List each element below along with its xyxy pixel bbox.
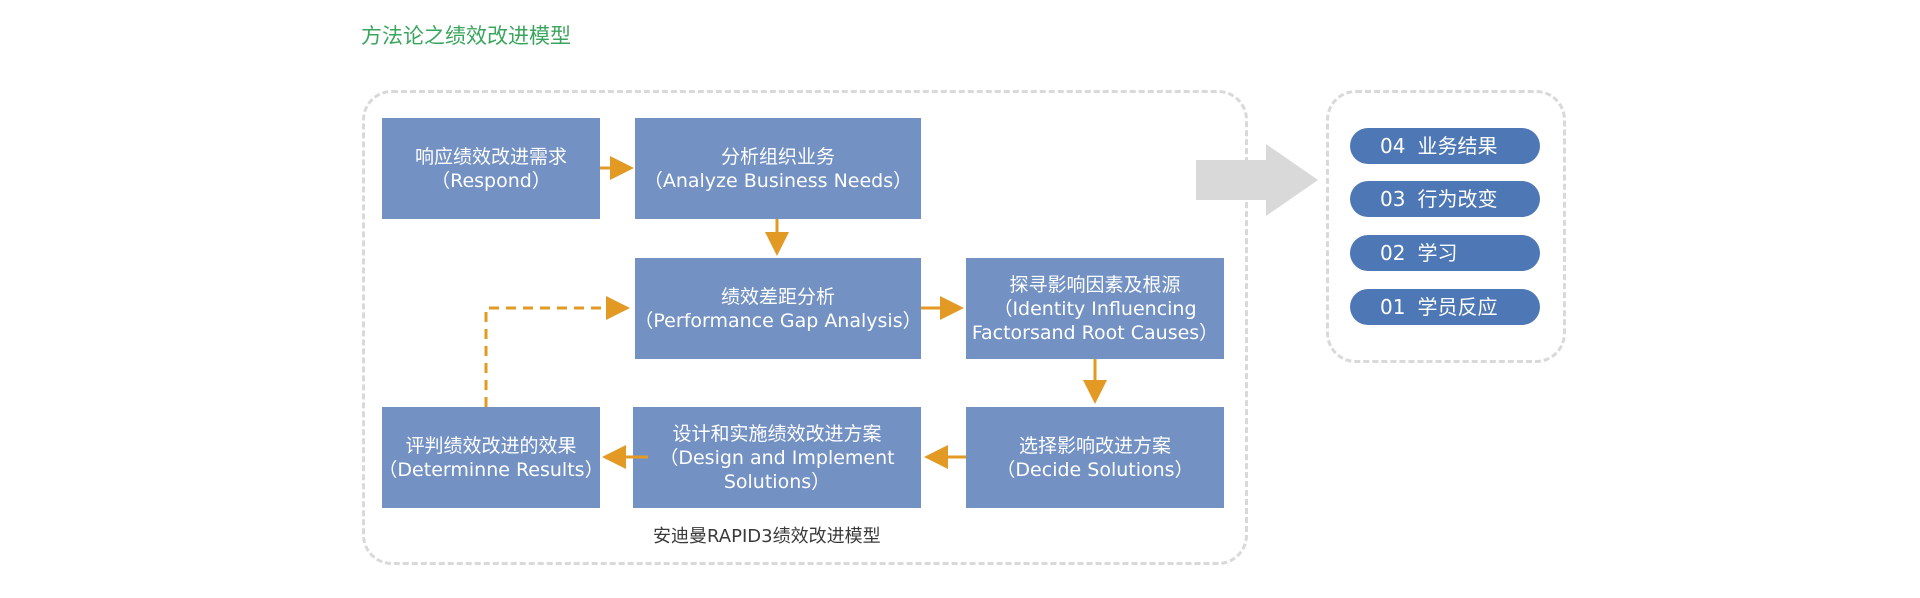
evaluate-results-box: 评判绩效改进的效果 （Determinne Results） xyxy=(382,407,600,508)
design-zh: 设计和实施绩效改进方案 xyxy=(672,422,882,445)
gap-analysis-box: 绩效差距分析 （Performance Gap Analysis） xyxy=(635,258,921,359)
level-pill-1: 01 学员反应 xyxy=(1350,289,1540,325)
level-4-label: 业务结果 xyxy=(1417,134,1498,158)
identify-en-line1: （Identity Influencing xyxy=(993,297,1197,320)
design-implement-box: 设计和实施绩效改进方案 （Design and Implement Soluti… xyxy=(633,407,921,508)
design-en-line1: （Design and Implement xyxy=(659,446,895,469)
analyze-box: 分析组织业务 （Analyze Business Needs） xyxy=(635,118,921,219)
level-1-label: 学员反应 xyxy=(1417,295,1498,319)
level-2-number: 02 xyxy=(1380,241,1406,265)
level-pill-4: 04 业务结果 xyxy=(1350,128,1540,164)
identify-en-line2: Factorsand Root Causes） xyxy=(971,321,1219,344)
level-1-number: 01 xyxy=(1380,295,1406,319)
respond-zh: 响应绩效改进需求 xyxy=(414,145,567,168)
respond-en: （Respond） xyxy=(431,169,551,192)
model-frame xyxy=(362,90,1248,565)
level-3-number: 03 xyxy=(1380,187,1406,211)
gap-en: （Performance Gap Analysis） xyxy=(635,309,921,332)
level-4-number: 04 xyxy=(1380,134,1406,158)
decide-zh: 选择影响改进方案 xyxy=(1018,434,1171,457)
identify-zh: 探寻影响因素及根源 xyxy=(1009,273,1181,296)
decide-solutions-box: 选择影响改进方案 （Decide Solutions） xyxy=(966,407,1224,508)
model-caption: 安迪曼RAPID3绩效改进模型 xyxy=(653,526,881,547)
analyze-zh: 分析组织业务 xyxy=(720,145,835,168)
decide-en: （Decide Solutions） xyxy=(996,458,1194,481)
evaluation-levels-frame xyxy=(1326,90,1566,363)
arrow-evaluate-feedback-dashed xyxy=(484,296,630,407)
gap-zh: 绩效差距分析 xyxy=(720,285,835,308)
level-3-label: 行为改变 xyxy=(1417,187,1498,211)
big-right-arrow xyxy=(1196,144,1318,216)
evaluate-zh: 评判绩效改进的效果 xyxy=(405,434,577,457)
identify-causes-box: 探寻影响因素及根源 （Identity Influencing Factorsa… xyxy=(966,258,1224,359)
evaluate-en: （Determinne Results） xyxy=(382,458,600,481)
diagram-title: 方法论之绩效改进模型 xyxy=(361,24,571,48)
level-2-label: 学习 xyxy=(1417,241,1458,265)
respond-box: 响应绩效改进需求 （Respond） xyxy=(382,118,600,219)
level-pill-3: 03 行为改变 xyxy=(1350,181,1540,217)
analyze-en: （Analyze Business Needs） xyxy=(643,169,913,192)
design-en-line2: Solutions） xyxy=(723,470,831,493)
level-pill-2: 02 学习 xyxy=(1350,235,1540,271)
